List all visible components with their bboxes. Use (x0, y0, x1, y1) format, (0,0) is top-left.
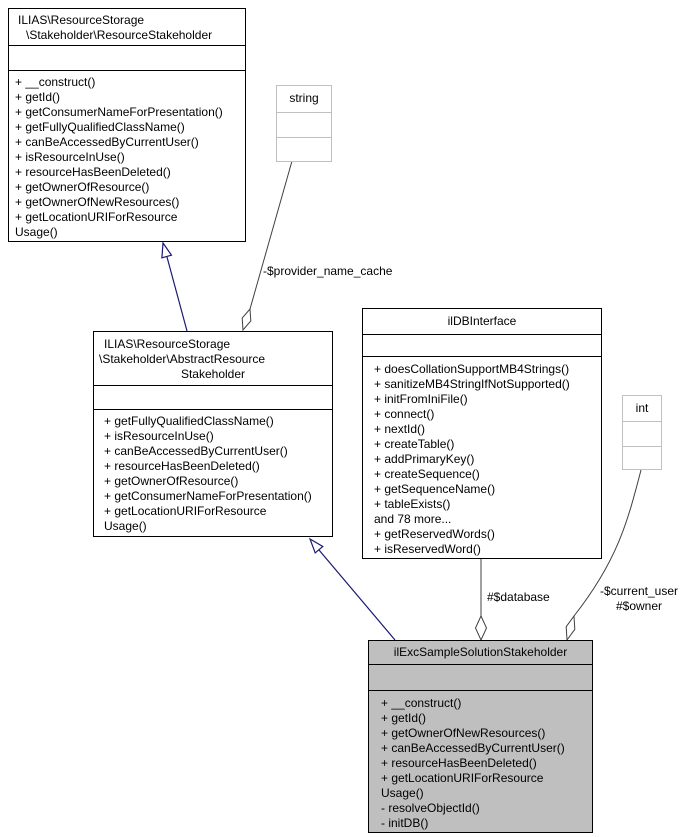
method-item: + getOwnerOfResource() (15, 180, 150, 194)
inheritance-edge-stakeholder-to-abstract (318, 549, 396, 641)
class-title: ILIAS\ResourceStorage\Stakeholder\Abstra… (94, 332, 332, 385)
method-item: + resourceHasBeenDeleted() (381, 756, 537, 770)
method-item: + __construct() (381, 696, 462, 710)
method-item: + createTable() (374, 437, 455, 451)
method-item: + getFullyQualifiedClassName() (15, 120, 185, 134)
aggregation-diamond-icon (241, 307, 252, 332)
class-title-line: \Stakeholder\AbstractResource (99, 352, 266, 366)
method-item: + doesCollationSupportMB4Strings() (374, 362, 570, 376)
class-box-abstract-resource-stakeholder[interactable]: ILIAS\ResourceStorage\Stakeholder\Abstra… (93, 331, 333, 537)
type-title-line: string (289, 91, 319, 105)
type-box-int: int (622, 395, 662, 470)
class-title-line: ilExcSampleSolutionStakeholder (393, 645, 568, 659)
method-item: + getConsumerNameForPresentation() (104, 489, 312, 503)
type-title: int (623, 396, 661, 421)
method-item: - resolveObjectId() (381, 801, 480, 815)
method-item: + initFromIniFile() (374, 392, 468, 406)
method-item: + getOwnerOfNewResources() (381, 726, 546, 740)
method-item: + isResourceInUse() (15, 150, 125, 164)
method-item: + connect() (374, 407, 435, 421)
class-box-ildbinterface[interactable]: ilDBInterface + doesCollationSupportMB4S… (362, 308, 602, 559)
class-title: ilExcSampleSolutionStakeholder (369, 641, 592, 664)
method-item: + resourceHasBeenDeleted() (104, 459, 260, 473)
methods-compartment: + doesCollationSupportMB4Strings()+ sani… (363, 356, 601, 557)
attributes-compartment (277, 112, 331, 137)
class-box-resource-stakeholder[interactable]: ILIAS\ResourceStorage\Stakeholder\Resour… (8, 8, 246, 242)
inheritance-arrowhead-icon (161, 241, 173, 259)
type-box-string: string (276, 85, 332, 162)
method-item: + canBeAccessedByCurrentUser() (104, 444, 288, 458)
attributes-compartment (94, 385, 332, 409)
aggregation-edge-string-to-abstract (249, 160, 293, 310)
aggregation-edge-int-to-stakeholder (573, 469, 642, 617)
method-item: + isReservedWord() (374, 542, 481, 556)
methods-compartment: + __construct()+ getId()+ getConsumerNam… (9, 70, 245, 240)
method-item: + getLocationURIForResource Usage() (104, 504, 267, 533)
class-title-line: \Stakeholder\ResourceStakeholder (26, 28, 213, 42)
aggregation-diamond-icon (565, 614, 576, 642)
method-item: + getFullyQualifiedClassName() (104, 414, 274, 428)
class-box-ilexcsamplesolutionstakeholder[interactable]: ilExcSampleSolutionStakeholder + __const… (368, 640, 593, 833)
attributes-compartment (623, 421, 661, 446)
method-item: + getOwnerOfNewResources() (15, 195, 180, 209)
method-item: + sanitizeMB4StringIfNotSupported() (374, 377, 570, 391)
method-item: + getConsumerNameForPresentation() (15, 105, 223, 119)
method-item: + nextId() (374, 422, 426, 436)
method-item: + isResourceInUse() (104, 429, 214, 443)
class-title-line: ilDBInterface (447, 314, 517, 328)
edge-label-provider-name-cache: -$provider_name_cache (263, 264, 393, 278)
method-item: and 78 more... (374, 512, 452, 526)
class-title: ILIAS\ResourceStorage\Stakeholder\Resour… (9, 9, 245, 45)
method-item: + getOwnerOfResource() (104, 474, 239, 488)
method-item: + getSequenceName() (374, 482, 496, 496)
class-title-line: Stakeholder (180, 367, 246, 381)
method-item: + canBeAccessedByCurrentUser() (15, 135, 199, 149)
class-title-line: ILIAS\ResourceStorage (104, 337, 231, 351)
method-item: + __construct() (15, 75, 96, 89)
method-item: + createSequence() (374, 467, 480, 481)
attributes-compartment (363, 334, 601, 356)
methods-compartment: + getFullyQualifiedClassName()+ isResour… (94, 409, 332, 534)
inheritance-arrowhead-icon (308, 537, 324, 554)
method-item: + addPrimaryKey() (374, 452, 475, 466)
method-item: + tableExists() (374, 497, 451, 511)
method-item: + getId() (15, 90, 61, 104)
method-item: + getLocationURIForResource Usage() (381, 771, 544, 800)
method-item: + getLocationURIForResource Usage() (15, 210, 178, 239)
methods-compartment (623, 446, 661, 470)
aggregation-diamond-icon (474, 614, 488, 642)
attributes-compartment (369, 664, 592, 690)
class-title-line: ILIAS\ResourceStorage (18, 13, 145, 27)
inheritance-edge-abstract-to-interface (166, 256, 188, 332)
methods-compartment (277, 137, 331, 162)
method-item: + getReservedWords() (374, 527, 495, 541)
edge-label-current-user-owner: -$current_user #$owner (599, 584, 679, 613)
attributes-compartment (9, 45, 245, 70)
class-title: ilDBInterface (363, 309, 601, 334)
method-item: + getId() (381, 711, 427, 725)
edge-label-database: #$database (487, 590, 550, 604)
method-item: + resourceHasBeenDeleted() (15, 165, 171, 179)
method-item: - initDB() (381, 816, 429, 830)
type-title-line: int (635, 401, 649, 415)
type-title: string (277, 86, 331, 112)
method-item: + canBeAccessedByCurrentUser() (381, 741, 565, 755)
methods-compartment: + __construct()+ getId()+ getOwnerOfNewR… (369, 690, 592, 831)
